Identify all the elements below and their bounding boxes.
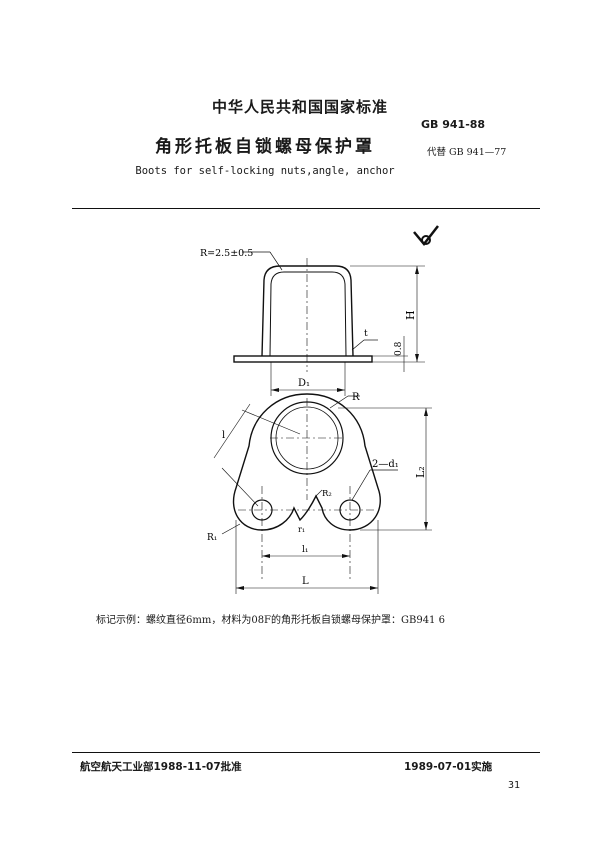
document-title: 角形托板自锁螺母保护罩: [155, 137, 375, 157]
label-thickness: 0.8: [394, 341, 404, 356]
label-l: l: [222, 430, 225, 441]
header-rule: [72, 208, 540, 209]
label-t: t: [364, 329, 368, 339]
standard-number: GB 941-88: [421, 118, 486, 131]
label-R1: R₁: [207, 533, 217, 543]
side-view: [233, 251, 425, 396]
approval-note: 航空航天工业部1988-11-07批准: [80, 761, 242, 773]
label-D1: D₁: [298, 378, 310, 389]
label-2-d1: 2—d₁: [372, 459, 399, 470]
label-l1: l₁: [302, 545, 309, 555]
document-title-english: Boots for self-locking nuts,angle, ancho…: [135, 165, 395, 177]
label-L: L: [302, 576, 309, 587]
label-H: H: [404, 310, 417, 320]
label-r1: r₁: [298, 525, 305, 534]
label-R: R: [352, 392, 360, 403]
replaces-standard: 代替 GB 941—77: [427, 147, 507, 158]
checkmark-icon: [413, 225, 439, 246]
label-R2: R₂: [322, 489, 332, 499]
label-radius-top: R=2.5±0.5: [200, 248, 253, 259]
issuing-authority: 中华人民共和国国家标准: [211, 98, 388, 116]
effective-date: 1989-07-01实施: [404, 761, 493, 773]
footer-rule: [72, 752, 540, 753]
marking-example: 标记示例：螺纹直径6mm，材料为08F的角形托板自锁螺母保护罩：GB941 6: [96, 615, 445, 626]
label-L2: L₂: [414, 466, 427, 478]
page-number: 31: [508, 780, 521, 791]
plan-view: [213, 393, 432, 594]
technical-drawing: R=2.5±0.5 H 0.8 t D₁: [200, 225, 439, 594]
